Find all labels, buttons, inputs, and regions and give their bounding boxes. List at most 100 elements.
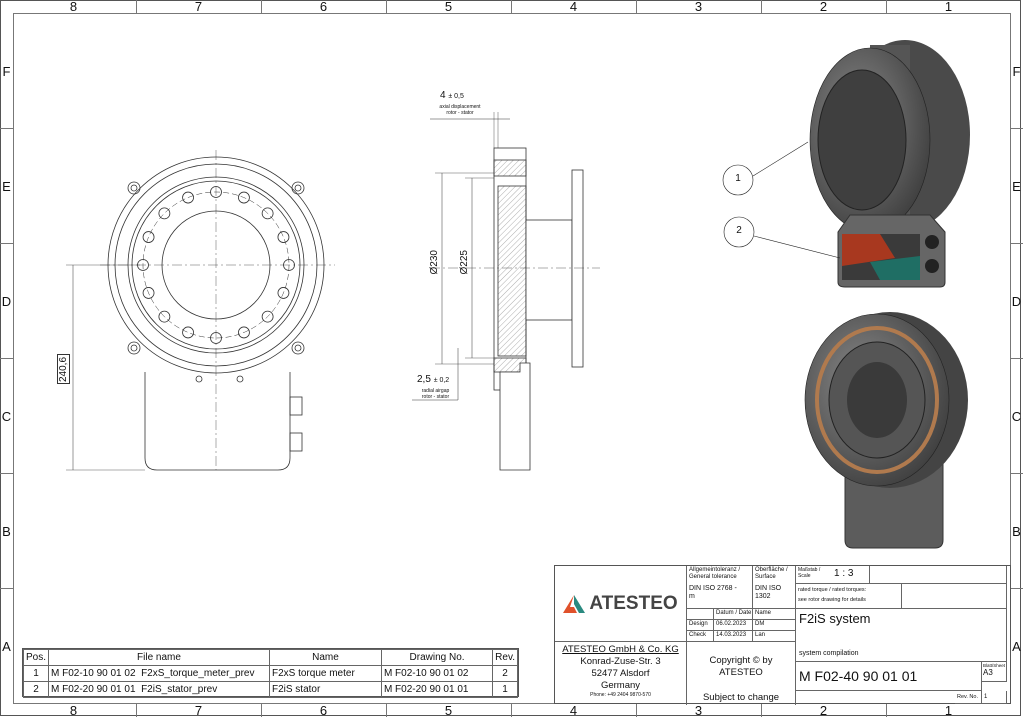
company-street: Konrad-Zuse-Str. 3 [580,656,661,667]
scale: Maßstab / Scale 1 : 3 [796,566,870,584]
blank-cell [687,609,714,620]
design-date: 06.02.2023 [714,620,753,631]
grid-tick [1010,128,1023,129]
grid-tick [386,0,387,13]
balloon-2: 2 [736,225,742,236]
row-label-B: B [2,524,11,539]
cell-file-name: M F02-10 90 01 02 F2xS_torque_meter_prev [48,665,270,682]
tolerance-value: DIN ISO 2768 - m [689,585,737,600]
grid-tick [0,128,13,129]
side-view [412,112,600,471]
balloon-1: 1 [735,173,741,184]
header-pos: Pos. [22,649,50,666]
company-address: ATESTEO GmbH & Co. KG Konrad-Zuse-Str. 3… [555,642,687,705]
column-label-5: 5 [444,0,453,14]
grid-tick [0,473,13,474]
grid-tick [1010,473,1023,474]
blank-cell [870,566,1007,584]
bolt-hole [277,231,290,243]
height-dimension: 240,6 [57,354,70,384]
company-name: ATESTEO GmbH & Co. KG [562,644,679,655]
row-label-B: B [1012,524,1021,539]
note-line2: see rotor drawing for details [798,597,866,603]
bolt-hole [158,310,171,323]
column-label-3: 3 [694,703,703,718]
row-label-F: F [2,64,11,79]
scale-value: 1 : 3 [834,568,854,579]
tolerance-label: Allgemeintoleranz / General tolerance [689,567,741,580]
column-label-2: 2 [819,703,828,718]
parts-list: Pos. File name Name Drawing No. Rev. 1 M… [22,648,519,698]
header-drawing-no: Drawing No. [380,649,494,666]
surface-label: Oberfläche / Surface [755,567,788,580]
cell-rev: 1 [492,681,518,698]
radial-value: 2,5 [417,374,431,385]
grid-tick [886,704,887,717]
column-label-5: 5 [444,703,453,718]
inner-diameter-dimension: Ø225 [459,250,470,275]
cell-rev: 2 [492,665,518,682]
parts-list-header: Pos. File name Name Drawing No. Rev. [22,649,518,666]
grid-tick [136,704,137,717]
grid-tick [636,0,637,13]
rev-label: Rev. No. [955,691,982,704]
column-label-1: 1 [944,0,953,14]
company-city: 52477 Alsdorf [591,668,650,679]
blank-cell [902,584,1007,609]
sheet-label: Blatt/Sheet [983,663,1006,668]
note-line1: rated torque / rated torques: [798,587,867,593]
row-label-D: D [1011,294,1022,309]
rated-torque-note: rated torque / rated torques: see rotor d… [796,584,902,609]
bolt-hole [142,287,155,299]
copyright-text: Copyright © by ATESTEO [709,655,773,678]
grid-tick [1010,358,1023,359]
subtitle-text: system compilation [799,650,859,657]
grid-tick [386,704,387,717]
render-iso-top [809,40,970,288]
company-logo: ATESTEO [555,566,687,642]
row-label-A: A [1012,639,1021,654]
column-label-7: 7 [194,703,203,718]
company-phone: Phone: +49 2404 9870-570 [590,692,651,698]
column-label-2: 2 [819,0,828,14]
bolt-hole [261,207,274,220]
column-label-4: 4 [569,0,578,14]
bolt-hole [261,310,274,323]
scale-label: Maßstab / Scale [798,567,821,579]
drawing-number: M F02-40 90 01 01 [796,662,982,691]
radial-tolerance: ± 0,2 [433,377,450,384]
header-name: Name [268,649,382,666]
bolt-hole [142,231,155,243]
column-label-8: 8 [69,703,78,718]
surface-value: DIN ISO 1302 [755,585,782,600]
design-name: DM [753,620,796,631]
grid-tick [761,0,762,13]
copyright-block: Copyright © by ATESTEO Subject to change [687,642,796,705]
cell-pos: 2 [22,681,50,698]
cell-name: F2xS torque meter [268,665,382,682]
row-label-F: F [1012,64,1021,79]
cell-name: F2iS stator [268,681,382,698]
cell-file-name: M F02-20 90 01 01 F2iS_stator_prev [48,681,270,698]
logo-text: ATESTEO [589,592,678,614]
cell-pos: 1 [22,665,50,682]
sheet-value: A3 [983,668,993,677]
column-label-8: 8 [69,0,78,14]
row-label-A: A [2,639,11,654]
radial-label-line1: radial airgap [421,388,450,394]
front-view [66,150,335,471]
grid-tick [261,0,262,13]
render-iso-bottom [804,312,968,549]
design-label: Design [687,620,714,631]
bolt-hole [238,191,250,204]
grid-tick [261,704,262,717]
title-block: ATESTEO ATESTEO GmbH & Co. KG Konrad-Zus… [554,565,1011,705]
column-label-7: 7 [194,0,203,14]
